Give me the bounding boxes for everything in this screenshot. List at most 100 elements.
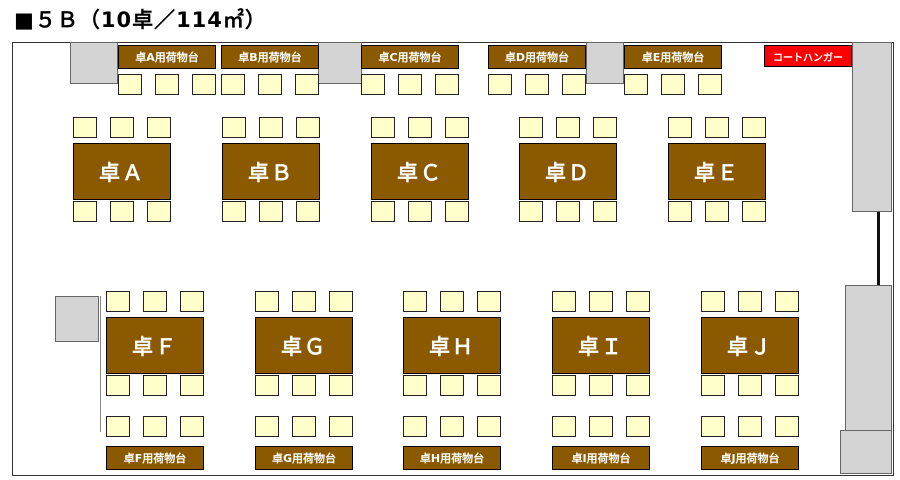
table-e-top-chair-2: [705, 117, 729, 138]
table-b-bottom-chair-2: [259, 201, 283, 222]
table-j: 卓Ｊ: [701, 317, 799, 374]
luggage-rack-d-chair-1: [488, 74, 512, 95]
luggage-rack-g-chair-2: [292, 416, 316, 437]
table-i-top-chair-3: [626, 291, 650, 312]
luggage-rack-a-chair-1: [118, 74, 142, 95]
table-h-bottom-chair-3: [477, 375, 501, 396]
table-b-bottom-chair-1: [222, 201, 246, 222]
table-f-top-chair-1: [106, 291, 130, 312]
table-d-top-chair-2: [556, 117, 580, 138]
table-g-bottom-chair-1: [255, 375, 279, 396]
table-d-top-chair-3: [593, 117, 617, 138]
table-i-top-chair-1: [552, 291, 576, 312]
luggage-rack-f: 卓F用荷物台: [106, 446, 204, 470]
table-i-bottom-chair-2: [589, 375, 613, 396]
table-e-top-chair-1: [668, 117, 692, 138]
table-i-top-chair-2: [589, 291, 613, 312]
table-a-top-chair-3: [147, 117, 171, 138]
luggage-rack-i-chair-2: [589, 416, 613, 437]
table-h-top-chair-2: [440, 291, 464, 312]
table-a-bottom-chair-1: [73, 201, 97, 222]
table-e-bottom-chair-2: [705, 201, 729, 222]
table-j-top-chair-1: [701, 291, 725, 312]
luggage-rack-e-chair-2: [661, 74, 685, 95]
table-h-bottom-chair-1: [403, 375, 427, 396]
luggage-rack-h: 卓H用荷物台: [403, 446, 501, 470]
table-j-bottom-chair-2: [738, 375, 762, 396]
luggage-rack-j-chair-2: [738, 416, 762, 437]
luggage-rack-d-chair-3: [562, 74, 586, 95]
table-i: 卓Ｉ: [552, 317, 650, 374]
table-f-bottom-chair-1: [106, 375, 130, 396]
pillar-left: [55, 296, 99, 342]
table-a: 卓Ａ: [73, 143, 171, 200]
luggage-rack-b-chair-3: [295, 74, 319, 95]
table-e-bottom-chair-1: [668, 201, 692, 222]
table-c-bottom-chair-2: [408, 201, 432, 222]
luggage-rack-e: 卓E用荷物台: [624, 45, 722, 69]
luggage-rack-j: 卓J用荷物台: [701, 446, 799, 470]
table-g-top-chair-3: [329, 291, 353, 312]
floor-plan-title: ■５Ｂ（10卓／114㎡）: [14, 8, 267, 32]
luggage-rack-b-chair-2: [258, 74, 282, 95]
table-j-top-chair-2: [738, 291, 762, 312]
table-f-bottom-chair-2: [143, 375, 167, 396]
wall-bottom-right-block: [840, 430, 892, 474]
table-d-top-chair-1: [519, 117, 543, 138]
partition-line-left: [100, 296, 101, 432]
luggage-rack-e-chair-1: [624, 74, 648, 95]
table-b-top-chair-2: [259, 117, 283, 138]
table-f-top-chair-2: [143, 291, 167, 312]
table-c-top-chair-1: [371, 117, 395, 138]
table-a-top-chair-2: [110, 117, 134, 138]
table-h-bottom-chair-2: [440, 375, 464, 396]
table-c-bottom-chair-3: [445, 201, 469, 222]
table-g-top-chair-1: [255, 291, 279, 312]
table-c: 卓Ｃ: [371, 143, 469, 200]
room-outline: [12, 42, 894, 476]
luggage-rack-a-chair-3: [192, 74, 216, 95]
pillar-top-left: [70, 42, 118, 84]
table-i-bottom-chair-3: [626, 375, 650, 396]
table-e-bottom-chair-3: [742, 201, 766, 222]
door-line-right: [877, 212, 880, 285]
luggage-rack-a: 卓A用荷物台: [118, 45, 216, 69]
luggage-rack-h-chair-1: [403, 416, 427, 437]
luggage-rack-c: 卓C用荷物台: [361, 45, 459, 69]
luggage-rack-f-chair-1: [106, 416, 130, 437]
table-e: 卓Ｅ: [668, 143, 766, 200]
table-j-bottom-chair-1: [701, 375, 725, 396]
table-f: 卓Ｆ: [106, 317, 204, 374]
luggage-rack-d-chair-2: [525, 74, 549, 95]
luggage-rack-i-chair-3: [626, 416, 650, 437]
luggage-rack-g: 卓G用荷物台: [255, 446, 353, 470]
table-a-top-chair-1: [73, 117, 97, 138]
luggage-rack-f-chair-2: [143, 416, 167, 437]
table-h-top-chair-3: [477, 291, 501, 312]
table-g-bottom-chair-3: [329, 375, 353, 396]
table-d-bottom-chair-3: [593, 201, 617, 222]
table-a-bottom-chair-2: [110, 201, 134, 222]
luggage-rack-h-chair-2: [440, 416, 464, 437]
table-j-top-chair-3: [775, 291, 799, 312]
table-j-bottom-chair-3: [775, 375, 799, 396]
luggage-rack-d: 卓D用荷物台: [488, 45, 586, 69]
luggage-rack-i: 卓I用荷物台: [552, 446, 650, 470]
table-a-bottom-chair-3: [147, 201, 171, 222]
luggage-rack-i-chair-1: [552, 416, 576, 437]
table-b-top-chair-3: [296, 117, 320, 138]
table-d: 卓Ｄ: [519, 143, 617, 200]
table-g-top-chair-2: [292, 291, 316, 312]
pillar-top-middle-left: [318, 42, 362, 84]
table-b: 卓Ｂ: [222, 143, 320, 200]
luggage-rack-j-chair-1: [701, 416, 725, 437]
luggage-rack-b: 卓B用荷物台: [221, 45, 319, 69]
table-b-bottom-chair-3: [296, 201, 320, 222]
table-g: 卓Ｇ: [255, 317, 353, 374]
table-c-bottom-chair-1: [371, 201, 395, 222]
table-i-bottom-chair-1: [552, 375, 576, 396]
table-f-bottom-chair-3: [180, 375, 204, 396]
wall-right-upper: [852, 42, 892, 212]
luggage-rack-g-chair-1: [255, 416, 279, 437]
pillar-top-middle-right: [586, 42, 624, 84]
